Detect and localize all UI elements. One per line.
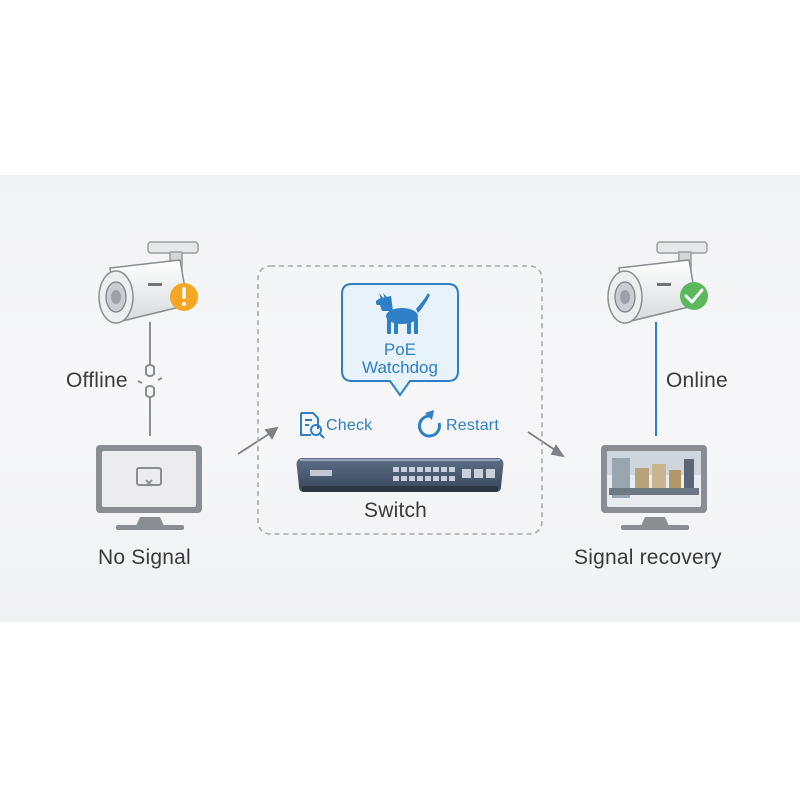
check-icon — [680, 282, 708, 310]
warning-icon — [170, 283, 198, 311]
left-cable — [137, 322, 163, 436]
online-label: Online — [666, 369, 728, 392]
check-label: Check — [326, 417, 373, 434]
no-signal-label: No Signal — [98, 546, 191, 569]
offline-label: Offline — [66, 369, 128, 392]
right-monitor — [601, 445, 707, 530]
dog-icon — [376, 293, 430, 334]
camera-icon — [607, 241, 708, 324]
monitor-icon — [96, 445, 202, 530]
right-camera — [607, 241, 708, 324]
monitor-icon — [601, 445, 707, 530]
switch-icon — [296, 458, 504, 492]
watchdog-line2: Watchdog — [362, 358, 438, 377]
restart-label: Restart — [446, 417, 499, 434]
restart-icon — [418, 410, 441, 438]
arrow-icon — [527, 431, 565, 458]
switch-label: Switch — [364, 499, 428, 522]
watchdog-region — [257, 265, 543, 535]
signal-recovery-label: Signal recovery — [574, 546, 722, 569]
arrow-icon — [237, 426, 279, 455]
watchdog-line1: PoE — [383, 340, 417, 359]
check-search-icon — [300, 412, 325, 439]
left-camera — [98, 241, 199, 324]
left-monitor — [96, 445, 202, 530]
broken-link-icon — [137, 364, 163, 398]
watchdog-bubble — [341, 283, 459, 397]
